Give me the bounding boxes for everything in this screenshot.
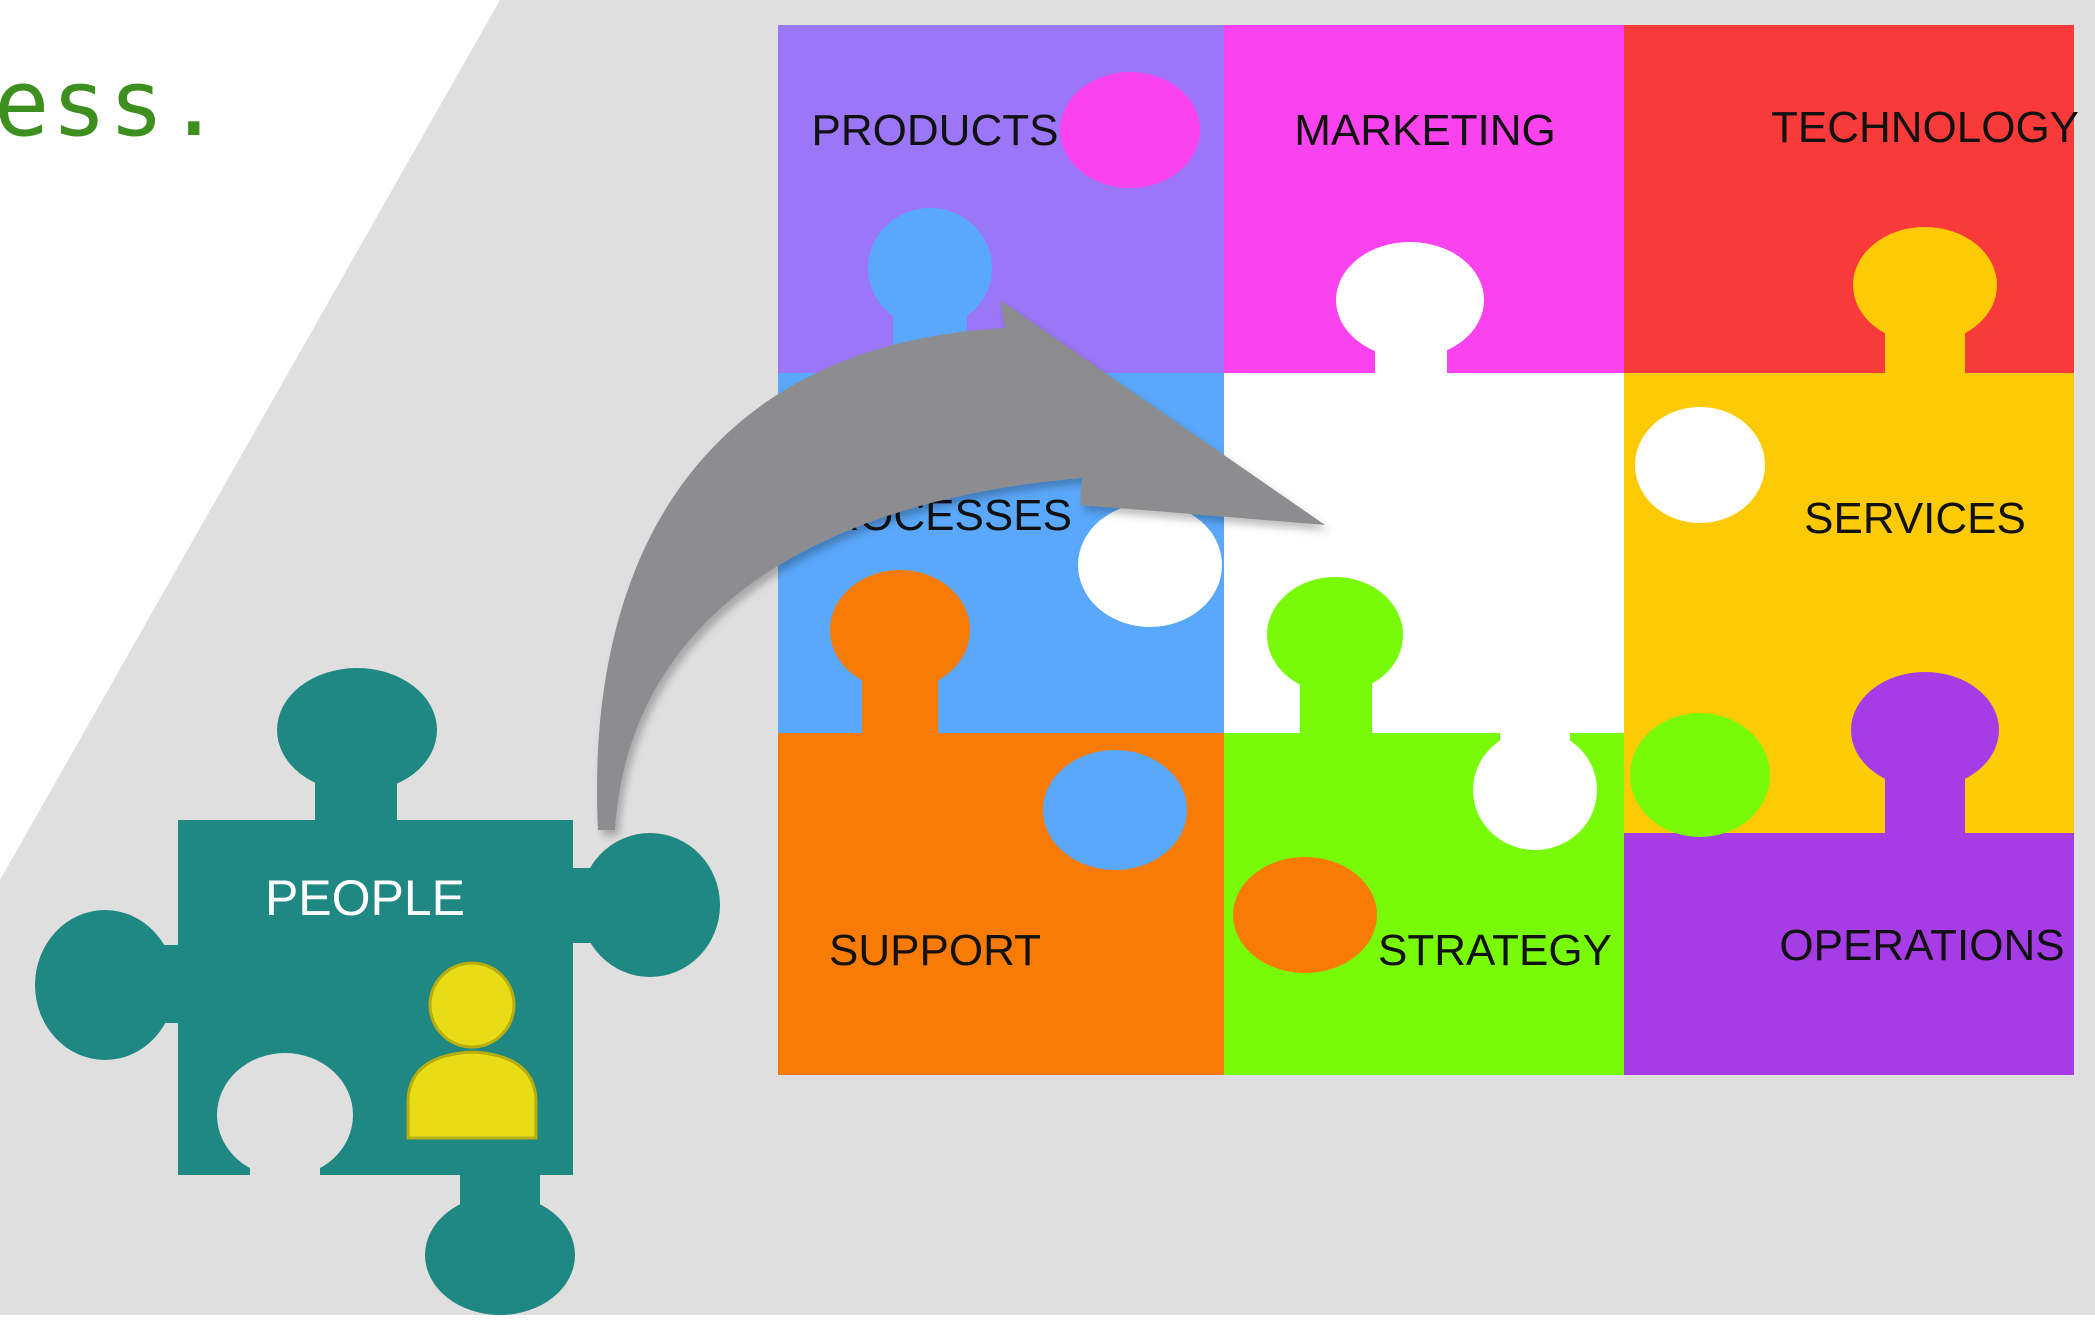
people-piece[interactable]: PEOPLE <box>35 668 720 1315</box>
people-knob-bottom <box>425 1195 575 1315</box>
puzzle-grid: PRODUCTS MARKETING TECHNOLOGY PROCESSES … <box>778 25 2079 1075</box>
move-arrow <box>597 300 1325 830</box>
people-knob-left-neck <box>140 945 190 1023</box>
knob-technology-into-marketing <box>1637 65 1773 175</box>
people-knob-right-neck <box>560 868 615 943</box>
slot-cutout-left <box>1078 503 1222 627</box>
slot-cutout-bottom-neck <box>1500 725 1570 795</box>
label-people: PEOPLE <box>265 870 465 926</box>
slot-cutout-right <box>1635 407 1765 523</box>
knob-strategy-into-services <box>1630 713 1770 837</box>
tile-empty-slot <box>1224 373 1624 733</box>
knob-marketing-into-products <box>1060 72 1200 188</box>
headline-text: ess. <box>0 50 224 157</box>
arrow-body <box>597 300 1325 830</box>
knob-neck-strategy <box>1300 660 1372 740</box>
knob-processes-into-products <box>868 208 992 328</box>
label-products: PRODUCTS <box>812 106 1059 155</box>
label-strategy: STRATEGY <box>1378 926 1612 975</box>
people-knob-top-neck <box>315 760 397 830</box>
knob-processes-into-support <box>1043 750 1187 870</box>
knob-neck-support <box>862 660 938 740</box>
people-knob-bottom-neck <box>460 1160 540 1220</box>
label-support: SUPPORT <box>829 926 1041 975</box>
knob-services-into-technology <box>1853 227 1997 343</box>
person-icon-body <box>406 1050 538 1140</box>
knob-neck-operations <box>1885 755 1965 840</box>
person-icon <box>406 961 538 1140</box>
slot-cutout-top-neck <box>1375 320 1447 380</box>
label-technology: TECHNOLOGY <box>1771 103 2079 152</box>
label-marketing: MARKETING <box>1294 106 1556 155</box>
person-icon-head <box>428 961 516 1049</box>
knob-support-into-strategy <box>1233 857 1377 973</box>
label-operations: OPERATIONS <box>1779 921 2064 970</box>
label-services: SERVICES <box>1804 494 2026 543</box>
people-cutout-bottom-neck <box>250 1135 320 1180</box>
knob-neck-services <box>1885 315 1965 380</box>
tile-operations <box>1624 833 2074 1075</box>
